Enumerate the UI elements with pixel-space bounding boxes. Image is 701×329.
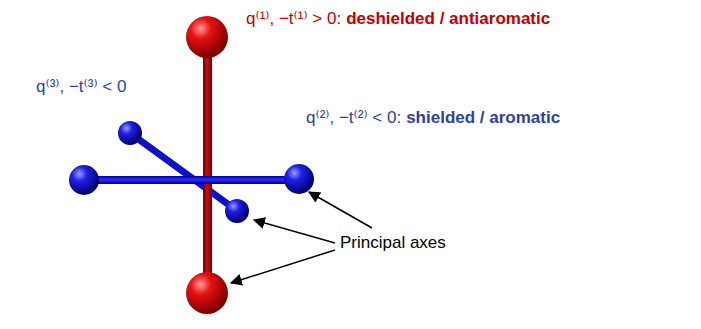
axis-sphere bbox=[69, 165, 99, 195]
axis-sphere bbox=[186, 16, 228, 58]
axis-rod bbox=[203, 40, 212, 292]
axis-sphere bbox=[118, 121, 142, 145]
axis-description: deshielded / antiaromatic bbox=[346, 8, 550, 30]
callout-label: Principal axes bbox=[340, 232, 446, 254]
axis-label: q⁽²⁾, −t⁽²⁾ < 0: bbox=[306, 107, 401, 129]
axis-sphere bbox=[284, 164, 314, 194]
leader-arrow bbox=[254, 220, 335, 243]
axis-description: shielded / aromatic bbox=[406, 107, 560, 129]
axis-sphere bbox=[186, 272, 228, 314]
leader-arrow bbox=[231, 250, 335, 283]
axis-label: q⁽¹⁾, −t⁽¹⁾ > 0: bbox=[246, 8, 341, 30]
axis-label: q⁽³⁾, −t⁽³⁾ < 0 bbox=[36, 76, 126, 98]
axis-rod bbox=[85, 176, 298, 184]
axis-sphere bbox=[225, 199, 249, 223]
axis-rod bbox=[130, 133, 236, 210]
leader-arrow bbox=[309, 192, 372, 228]
